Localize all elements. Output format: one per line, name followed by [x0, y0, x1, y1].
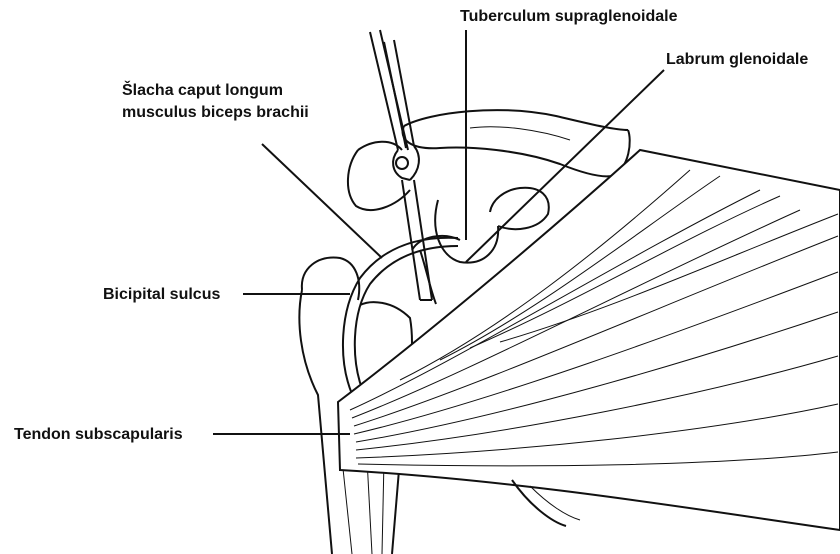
- label-slacha-line2: musculus biceps brachii: [122, 102, 309, 124]
- label-slacha-line1: Šlacha caput longum: [122, 80, 309, 102]
- leader-slacha: [262, 144, 382, 258]
- label-labrum-glenoidale: Labrum glenoidale: [666, 49, 808, 71]
- label-tendon-subscapularis: Tendon subscapularis: [14, 424, 183, 446]
- label-bicipital-sulcus: Bicipital sulcus: [103, 284, 220, 306]
- label-tuberculum-supraglenoidale: Tuberculum supraglenoidale: [460, 6, 678, 28]
- label-slacha-caput-longum: Šlacha caput longum musculus biceps brac…: [122, 80, 309, 124]
- acromion-process: [403, 110, 630, 176]
- subscapularis-muscle: [338, 150, 840, 530]
